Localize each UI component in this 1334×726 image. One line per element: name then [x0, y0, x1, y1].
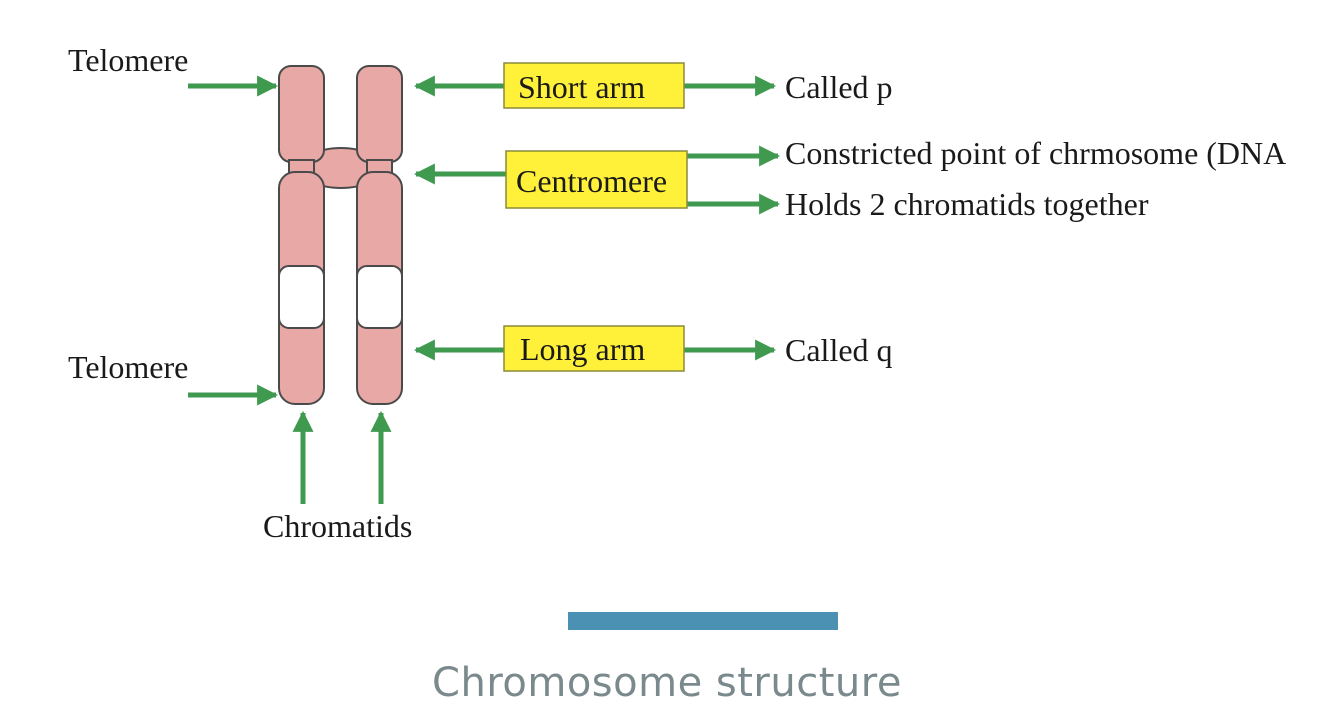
called-q-label: Called q	[785, 332, 893, 368]
labels: Telomere Telomere Chromatids Short arm C…	[68, 42, 1286, 544]
right-chromatid	[356, 65, 403, 405]
short-arm-box	[503, 62, 685, 109]
holds-chromatids-label: Holds 2 chromatids together	[785, 186, 1149, 222]
centromere-label: Centromere	[516, 163, 667, 199]
left-chromatid	[278, 65, 325, 405]
long-arm-box	[503, 325, 685, 372]
centromere-box	[505, 150, 688, 209]
figure-caption: Chromosome structure	[432, 660, 902, 706]
caption-accent-bar	[568, 612, 838, 630]
short-arm-label: Short arm	[518, 69, 645, 105]
long-arm-label: Long arm	[520, 331, 645, 367]
right-chromatid-band	[356, 265, 403, 329]
chromosome	[278, 65, 403, 405]
telomere-top-label: Telomere	[68, 42, 188, 78]
left-chromatid-band	[278, 265, 325, 329]
arrows	[188, 75, 781, 504]
constricted-point-label: Constricted point of chrmosome (DNA	[785, 135, 1286, 171]
chromatids-label: Chromatids	[263, 508, 412, 544]
right-chromatid-short-arm	[356, 65, 403, 163]
called-p-label: Called p	[785, 69, 893, 105]
left-chromatid-short-arm	[278, 65, 325, 163]
label-boxes	[503, 62, 688, 372]
telomere-bottom-label: Telomere	[68, 349, 188, 385]
